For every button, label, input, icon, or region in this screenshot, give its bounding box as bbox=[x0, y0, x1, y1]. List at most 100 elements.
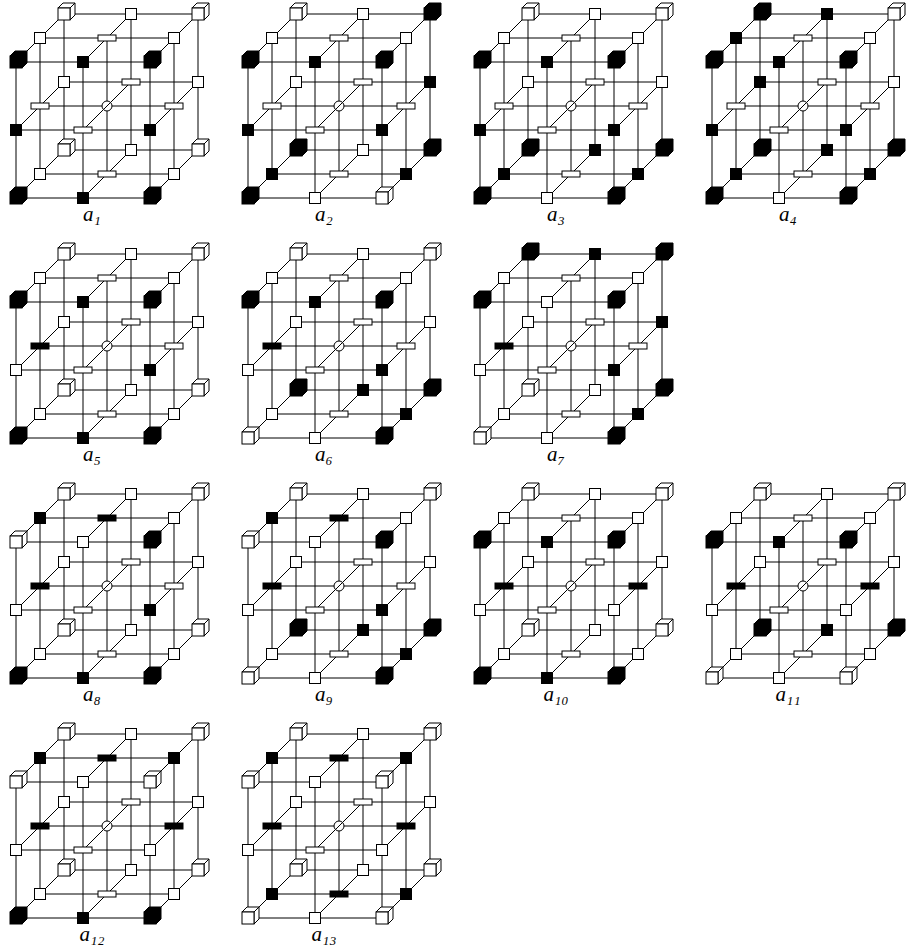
edge-square bbox=[169, 513, 180, 524]
lattice-line bbox=[83, 678, 150, 679]
corner-cube bbox=[254, 771, 259, 788]
lattice-line bbox=[83, 542, 84, 610]
edge-square bbox=[755, 77, 766, 88]
lattice-line bbox=[315, 678, 382, 679]
edge-square bbox=[78, 537, 89, 548]
corner-cube bbox=[192, 384, 204, 396]
lattice-line bbox=[827, 630, 894, 631]
lattice-line bbox=[406, 518, 407, 586]
edge-square bbox=[590, 249, 601, 260]
edge-square bbox=[78, 777, 89, 788]
lattice-line bbox=[40, 38, 41, 106]
lattice-line bbox=[480, 542, 481, 610]
edge-square bbox=[11, 845, 22, 856]
lattice-line bbox=[504, 38, 571, 39]
lattice-line bbox=[638, 586, 639, 654]
lattice-line bbox=[870, 106, 871, 174]
corner-cube bbox=[156, 531, 161, 548]
edge-square bbox=[35, 753, 46, 764]
lattice-line bbox=[150, 302, 151, 370]
edge-square bbox=[377, 605, 388, 616]
lattice-line bbox=[272, 174, 339, 175]
corner-cube bbox=[290, 144, 302, 156]
lattice-line bbox=[504, 278, 505, 346]
lattice-line bbox=[827, 562, 828, 630]
edge-square bbox=[126, 9, 137, 20]
lattice-line bbox=[779, 198, 846, 199]
edge-square bbox=[425, 77, 436, 88]
corner-cube bbox=[668, 3, 673, 20]
corner-cube bbox=[254, 291, 259, 308]
lattice-line bbox=[712, 610, 779, 611]
edge-square bbox=[499, 169, 510, 180]
lattice-line bbox=[827, 14, 828, 82]
corner-cube bbox=[156, 51, 161, 68]
lattice-line bbox=[339, 414, 406, 415]
lattice-line bbox=[315, 850, 382, 851]
corner-cube bbox=[242, 912, 254, 924]
edge-square bbox=[193, 317, 204, 328]
lattice-line bbox=[107, 758, 174, 759]
corner-cube bbox=[70, 859, 75, 876]
edge-square bbox=[267, 513, 278, 524]
lattice-line bbox=[827, 82, 828, 150]
face-bar bbox=[861, 583, 879, 589]
lattice-line bbox=[504, 174, 571, 175]
corner-cube bbox=[242, 672, 254, 684]
lattice-line bbox=[296, 322, 363, 323]
corner-cube bbox=[376, 776, 388, 788]
edge-square bbox=[310, 913, 321, 924]
lattice-line bbox=[504, 346, 571, 347]
lattice-line bbox=[64, 82, 131, 83]
lattice-line bbox=[595, 254, 596, 322]
corner-cube bbox=[388, 187, 393, 204]
lattice-line bbox=[107, 106, 108, 174]
lattice-line bbox=[339, 826, 406, 827]
lattice-line bbox=[64, 322, 131, 323]
face-bar bbox=[74, 127, 92, 133]
edge-square bbox=[774, 57, 785, 68]
corner-cube bbox=[302, 3, 307, 20]
lattice-line bbox=[248, 542, 249, 610]
lattice-line bbox=[571, 586, 572, 654]
center-circle bbox=[568, 343, 575, 350]
face-bar bbox=[31, 103, 49, 109]
face-bar bbox=[263, 343, 281, 349]
edge-square bbox=[145, 605, 156, 616]
lattice-cube bbox=[242, 483, 441, 684]
edge-square bbox=[267, 169, 278, 180]
edge-square bbox=[11, 365, 22, 376]
edge-square bbox=[542, 537, 553, 548]
lattice-line bbox=[272, 106, 273, 174]
lattice-line bbox=[107, 826, 108, 894]
face-bar bbox=[122, 799, 140, 805]
corner-cube bbox=[192, 728, 204, 740]
corner-cube bbox=[608, 296, 620, 308]
lattice-line bbox=[504, 278, 571, 279]
edge-square bbox=[78, 913, 89, 924]
lattice-line bbox=[83, 302, 150, 303]
edge-square bbox=[774, 673, 785, 684]
edge-square bbox=[590, 145, 601, 156]
lattice-line bbox=[504, 518, 571, 519]
panel-label: a₃ bbox=[547, 203, 565, 226]
lattice-line bbox=[83, 130, 84, 198]
lattice-line bbox=[363, 494, 364, 562]
corner-cube bbox=[242, 296, 254, 308]
edge-square bbox=[358, 9, 369, 20]
lattice-line bbox=[504, 346, 505, 414]
face-bar bbox=[794, 171, 812, 177]
face-bar bbox=[629, 343, 647, 349]
edge-square bbox=[243, 125, 254, 136]
lattice-line bbox=[272, 654, 339, 655]
edge-square bbox=[609, 605, 620, 616]
lattice-line bbox=[16, 302, 17, 370]
lattice-line bbox=[174, 518, 175, 586]
edge-square bbox=[267, 753, 278, 764]
corner-cube bbox=[656, 624, 668, 636]
lattice-line bbox=[131, 14, 132, 82]
lattice-line bbox=[406, 758, 407, 826]
lattice-line bbox=[248, 130, 315, 131]
edge-square bbox=[542, 57, 553, 68]
lattice-line bbox=[131, 150, 198, 151]
